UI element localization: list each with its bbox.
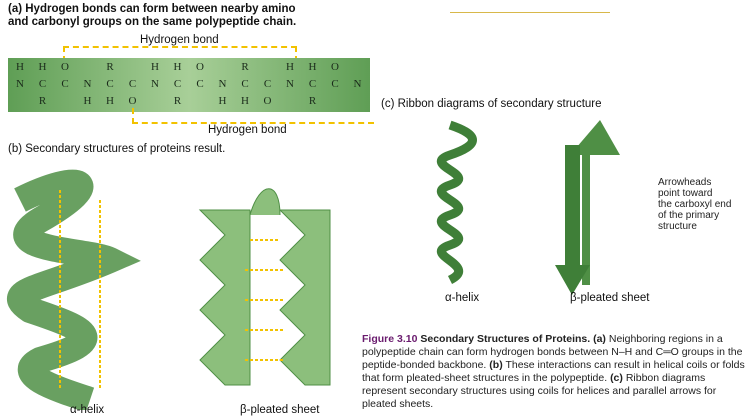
atom: R — [106, 61, 114, 73]
atom: C — [128, 78, 137, 90]
annotation-line: the carboxyl end — [658, 199, 732, 210]
annotation-line: of the primary — [658, 210, 720, 221]
caption-marker: (c) — [610, 372, 623, 384]
atom: C — [38, 78, 47, 90]
atom: R — [241, 61, 249, 73]
atom: N — [83, 78, 92, 90]
hbond-label-top: Hydrogen bond — [140, 34, 219, 46]
ribbon-diagrams — [437, 120, 620, 295]
caption-marker: (b) — [489, 359, 503, 371]
annotation-line: point toward — [658, 188, 713, 199]
helix-label-c: α-helix — [445, 292, 480, 304]
figure-caption: Figure 3.10 Secondary Structures of Prot… — [362, 333, 747, 411]
atom: O — [331, 61, 339, 73]
atom: C — [196, 78, 204, 90]
atom: N — [286, 78, 294, 90]
panel-c-title: (c) Ribbon diagrams of secondary structu… — [381, 98, 602, 110]
atom: H — [308, 61, 317, 73]
atom: C — [173, 78, 182, 90]
atom: O — [61, 61, 69, 73]
title-line: and carbonyl groups on the same polypept… — [8, 16, 297, 28]
sheet-model — [198, 188, 331, 386]
atom: H — [241, 95, 249, 107]
atom: C — [263, 78, 272, 90]
caption-text: Ribbon diagrams represent secondary stru… — [362, 372, 717, 410]
atom: H — [16, 61, 24, 73]
title-line: (a) Hydrogen bonds can form between near… — [8, 3, 296, 15]
helix-model — [6, 169, 141, 410]
divider — [450, 12, 610, 13]
caption-text: Neighboring regions in a polypeptide cha… — [362, 333, 743, 371]
caption-title: Secondary Structures of Proteins. — [420, 333, 591, 345]
hbond-bottom — [132, 108, 374, 124]
hbond-top — [63, 46, 297, 62]
caption-text: These interactions can result in helical… — [362, 359, 745, 384]
atom: O — [196, 61, 204, 73]
helix-label-b: α-helix — [70, 404, 105, 416]
sheet-label-c: β-pleated sheet — [570, 292, 650, 304]
sheet-arrow-up — [570, 120, 620, 285]
atom: C — [106, 78, 114, 90]
atom: R — [38, 95, 47, 107]
atom: H — [218, 95, 227, 107]
atom: C — [61, 78, 69, 90]
atom: C — [308, 78, 317, 90]
atom: C — [241, 78, 249, 90]
helix-ribbon — [437, 120, 477, 285]
atom: H — [83, 95, 92, 107]
atom: N — [353, 78, 362, 90]
panel-b-title: (b) Secondary structures of proteins res… — [8, 143, 226, 155]
atom: N — [16, 78, 24, 90]
structure-illustrations — [6, 169, 331, 410]
panel-a-title: (a) Hydrogen bonds can form between near… — [8, 3, 296, 29]
atom: H — [38, 61, 47, 73]
atom: H — [286, 61, 294, 73]
sheet-label-b: β-pleated sheet — [240, 404, 320, 416]
atom: O — [128, 95, 137, 107]
figure-number: Figure 3.10 — [362, 333, 418, 345]
atom: R — [173, 95, 182, 107]
atom: N — [151, 78, 159, 90]
atom: R — [308, 95, 317, 107]
hbond-label-bottom: Hydrogen bond — [208, 124, 287, 136]
caption-marker: (a) — [593, 333, 606, 345]
annotation-line: structure — [658, 221, 697, 232]
annotation-line: Arrowheads — [658, 177, 712, 188]
sheet-arrow-down — [555, 145, 590, 295]
atom: H — [106, 95, 114, 107]
atom: H — [173, 61, 182, 73]
atom: C — [331, 78, 339, 90]
atom: N — [218, 78, 227, 90]
atom: O — [263, 95, 272, 107]
atom: H — [151, 61, 159, 73]
